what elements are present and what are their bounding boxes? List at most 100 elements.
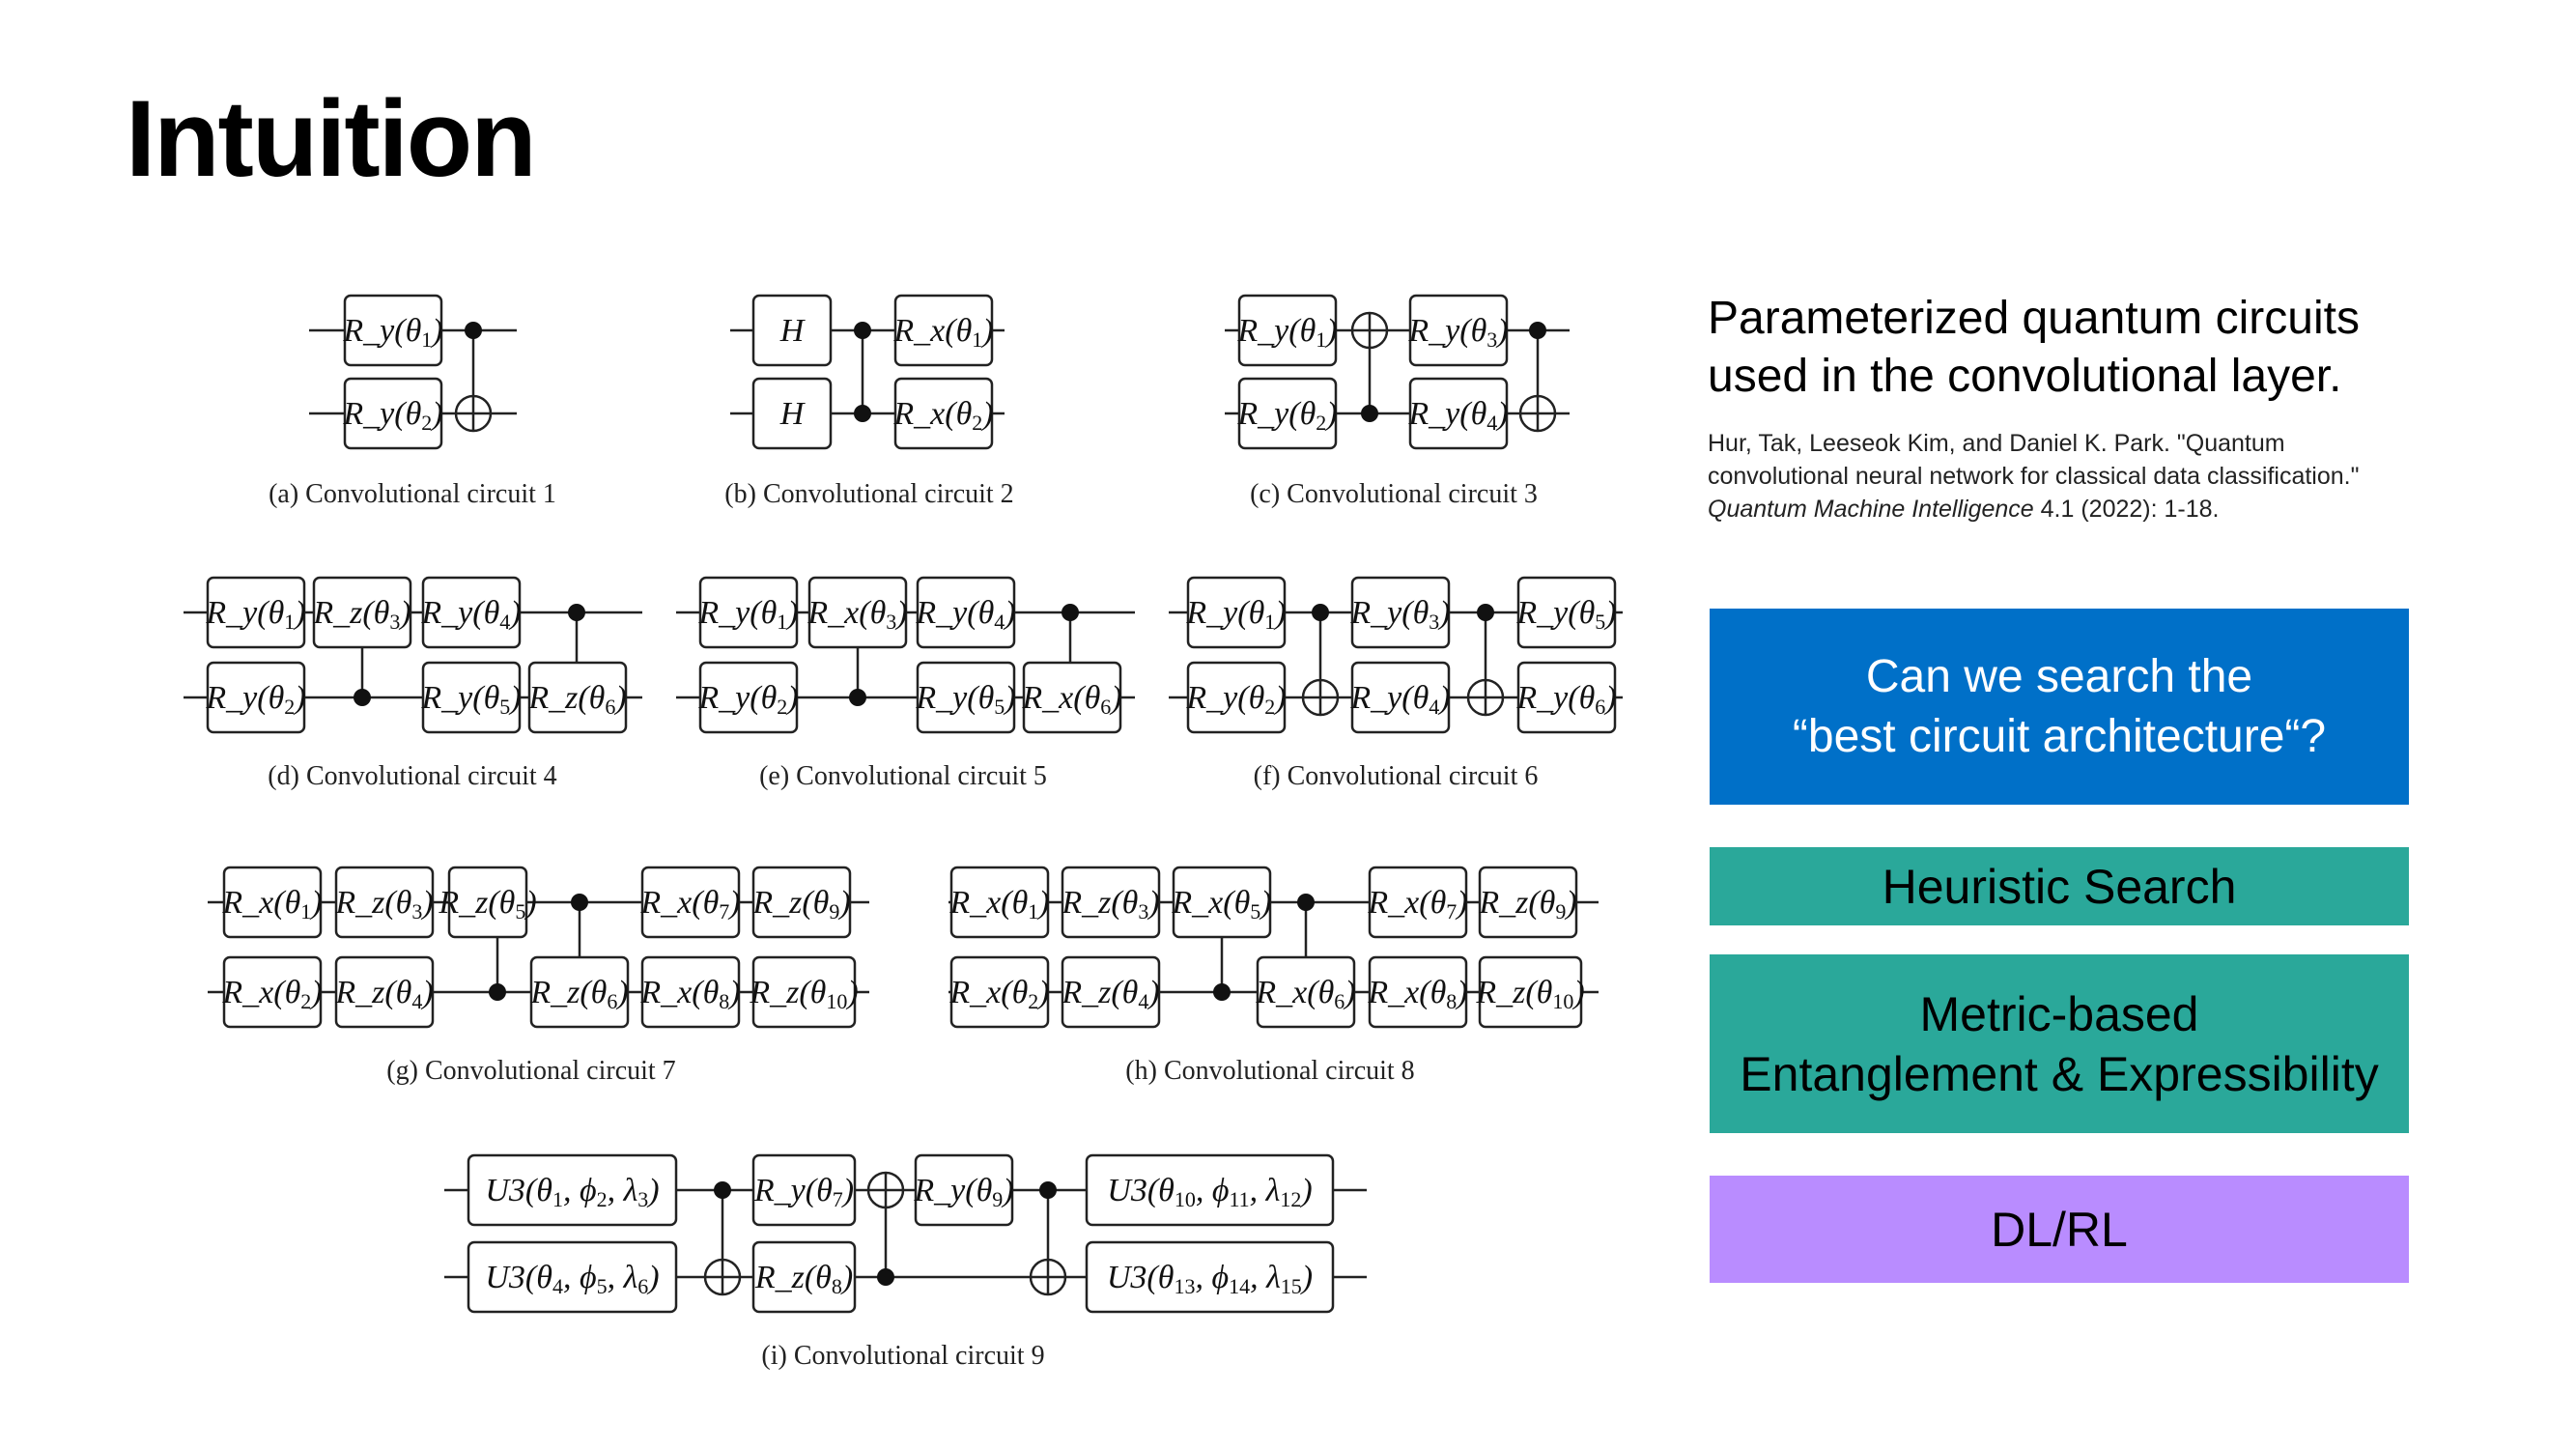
gate-b-1-label: H — [779, 313, 807, 349]
control-dot — [854, 405, 871, 422]
control-dot — [714, 1181, 731, 1199]
gate-c-2-label: R_y(θ2​) — [1236, 396, 1337, 435]
gate-g-5-label: R_z(θ5​) — [438, 885, 536, 923]
gate-h-3 — [1061, 866, 1161, 939]
metric-line-2: Entanglement & Expressibility — [1740, 1046, 2379, 1101]
gate-c-4-label: R_y(θ4​) — [1407, 396, 1508, 435]
gate-g-8-label: R_x(θ8​) — [639, 975, 740, 1013]
gate-i-2-label: U3(θ4​, ϕ5​, λ6​) — [485, 1260, 659, 1298]
gate-a-1-label: R_y(θ1​) — [342, 313, 442, 352]
gate-h-9 — [1478, 866, 1578, 939]
gate-g-2-label: R_x(θ2​) — [221, 975, 322, 1013]
gate-h-5-label: R_x(θ5​) — [1171, 885, 1271, 923]
gate-d-5-label: R_y(θ5​) — [420, 680, 521, 719]
gate-h-2 — [949, 955, 1050, 1029]
gate-f-4-label: R_y(θ4​) — [1349, 680, 1450, 719]
caption-g: (g) Convolutional circuit 7 — [386, 1056, 675, 1086]
gate-i-5 — [914, 1153, 1014, 1227]
gate-i-5-label: R_y(θ9​) — [913, 1173, 1013, 1211]
gate-b-2-label: H — [779, 396, 807, 432]
metric-line-1: Metric-based — [1919, 986, 2199, 1041]
gate-i-6 — [1085, 1153, 1335, 1227]
dl-rl-box: DL/RL — [1710, 1176, 2409, 1283]
gate-i-1-label: U3(θ1​, ϕ2​, λ3​) — [485, 1173, 659, 1211]
gate-h-7 — [1368, 866, 1468, 939]
gate-e-3-label: R_x(θ3​) — [807, 595, 907, 634]
control-dot — [1297, 894, 1315, 911]
gate-e-2-label: R_y(θ2​) — [697, 680, 798, 719]
gate-i-3-label: R_y(θ7​) — [753, 1173, 854, 1211]
gate-g-10 — [751, 955, 857, 1029]
gate-f-1 — [1186, 576, 1287, 649]
gate-g-6 — [529, 955, 630, 1029]
gate-e-6 — [1022, 661, 1122, 734]
gate-i-1 — [467, 1153, 678, 1227]
gate-d-4 — [421, 576, 522, 649]
question-line-1: Can we search the — [1865, 650, 2253, 702]
gate-g-9 — [751, 866, 852, 939]
gate-d-3-label: R_z(θ3​) — [312, 595, 410, 634]
gate-i-7-label: U3(θ13​, ϕ14​, λ15​) — [1107, 1260, 1313, 1298]
gate-e-1 — [698, 576, 799, 649]
gate-b-4 — [893, 377, 994, 450]
gate-h-6-label: R_x(θ6​) — [1255, 975, 1355, 1013]
gate-h-8 — [1368, 955, 1468, 1029]
gate-i-4-label: R_z(θ8​) — [754, 1260, 853, 1298]
gate-f-5 — [1516, 576, 1617, 649]
gate-f-6 — [1516, 661, 1617, 734]
gate-f-3-label: R_y(θ3​) — [1349, 595, 1450, 634]
gate-f-6-label: R_y(θ6​) — [1515, 680, 1616, 719]
gate-i-6-label: U3(θ10​, ϕ11​, λ12​) — [1107, 1173, 1312, 1211]
gate-f-1-label: R_y(θ1​) — [1185, 595, 1286, 634]
question-box: Can we search the “best circuit architec… — [1710, 609, 2409, 805]
gate-a-2 — [343, 377, 443, 450]
gate-h-3-label: R_z(θ3​) — [1061, 885, 1159, 923]
control-dot — [877, 1268, 894, 1286]
gate-e-4 — [916, 576, 1016, 649]
gate-h-4-label: R_z(θ4​) — [1061, 975, 1159, 1013]
control-dot — [849, 689, 866, 706]
citation-text: Hur, Tak, Leeseok Kim, and Daniel K. Par… — [1708, 430, 2360, 490]
gate-b-4-label: R_x(θ2​) — [892, 396, 993, 435]
gate-e-2 — [698, 661, 799, 734]
control-dot — [465, 322, 482, 339]
gate-g-7 — [640, 866, 741, 939]
gate-g-4-label: R_z(θ4​) — [334, 975, 433, 1013]
caption-e: (e) Convolutional circuit 5 — [759, 761, 1047, 791]
gate-c-3-label: R_y(θ3​) — [1407, 313, 1508, 352]
gate-g-7-label: R_x(θ7​) — [639, 885, 740, 923]
gate-i-4 — [751, 1240, 857, 1314]
gate-e-1-label: R_y(θ1​) — [697, 595, 798, 634]
gate-e-4-label: R_y(θ4​) — [915, 595, 1015, 634]
control-dot — [568, 604, 585, 621]
control-dot — [489, 983, 506, 1001]
gate-h-2-label: R_x(θ2​) — [948, 975, 1049, 1013]
gate-h-7-label: R_x(θ7​) — [1367, 885, 1467, 923]
caption-c: (c) Convolutional circuit 3 — [1250, 479, 1538, 509]
gate-d-6 — [527, 661, 628, 734]
gate-g-6-label: R_z(θ6​) — [529, 975, 628, 1013]
gate-d-6-label: R_z(θ6​) — [527, 680, 626, 719]
gate-i-7 — [1085, 1240, 1335, 1314]
gate-a-2-label: R_y(θ2​) — [342, 396, 442, 435]
gate-g-3 — [334, 866, 435, 939]
heuristic-search-box: Heuristic Search — [1710, 847, 2409, 925]
gate-d-4-label: R_y(θ4​) — [420, 595, 521, 634]
control-dot — [1529, 322, 1546, 339]
control-dot — [571, 894, 588, 911]
gate-b-1 — [751, 294, 833, 367]
gate-b-3 — [893, 294, 994, 367]
gate-h-10 — [1478, 955, 1583, 1029]
gate-a-1 — [343, 294, 443, 367]
citation-journal: Quantum Machine Intelligence — [1708, 496, 2034, 523]
gate-e-5 — [916, 661, 1016, 734]
control-dot — [1361, 405, 1378, 422]
gate-h-8-label: R_x(θ8​) — [1367, 975, 1467, 1013]
gate-e-5-label: R_y(θ5​) — [915, 680, 1015, 719]
gate-g-5 — [447, 866, 528, 939]
gate-f-4 — [1350, 661, 1451, 734]
gate-g-4 — [334, 955, 435, 1029]
gate-d-2 — [206, 661, 306, 734]
gate-h-6 — [1256, 955, 1356, 1029]
gate-c-2 — [1237, 377, 1338, 450]
